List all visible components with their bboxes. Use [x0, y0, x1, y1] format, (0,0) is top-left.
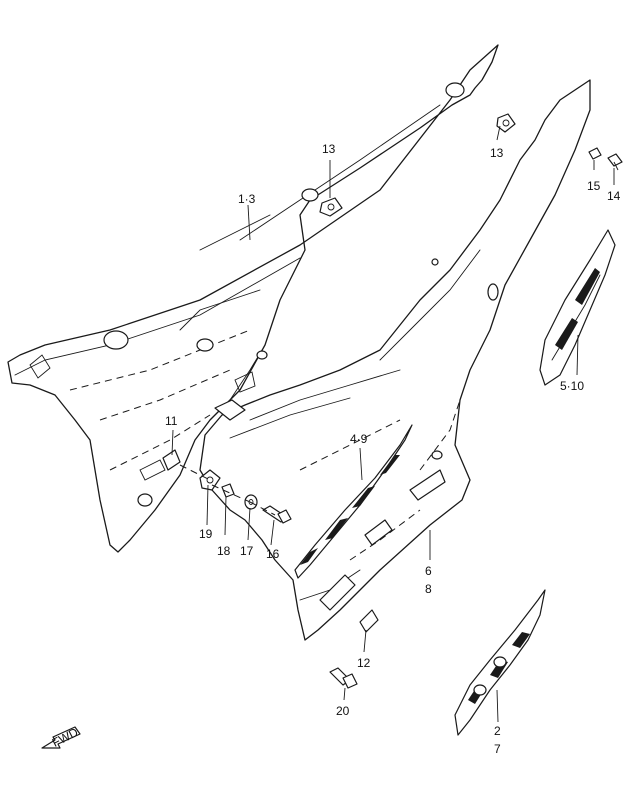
right-side-cover [199, 79, 591, 641]
bolt-16 [262, 505, 292, 524]
callout-4-9: 4·9 [350, 432, 368, 446]
callout-20: 20 [336, 704, 350, 718]
bolt-20 [329, 667, 358, 689]
collar-15 [588, 147, 602, 160]
bracket-11 [162, 449, 181, 471]
callout-19: 19 [199, 527, 213, 541]
callout-6: 6 [425, 564, 432, 578]
leader-lines [171, 125, 615, 723]
callout-8: 8 [425, 582, 432, 596]
callout-15: 15 [587, 179, 601, 193]
grommet-13-right [496, 113, 516, 133]
callout-13-right: 13 [490, 146, 504, 160]
clip-12 [359, 609, 379, 633]
callout-5-10: 5·10 [560, 379, 584, 393]
left-frame-cover [7, 44, 499, 553]
right-emblem-plate [539, 229, 616, 386]
callout-17: 17 [240, 544, 254, 558]
grommet-13-upper [319, 197, 343, 217]
screw-14 [607, 153, 623, 171]
callout-1-3: 1·3 [238, 192, 256, 206]
fwd-arrow: FWD [41, 725, 81, 750]
bottom-decal [454, 589, 546, 736]
callout-13-upper: 13 [322, 142, 336, 156]
callout-18: 18 [217, 544, 231, 558]
callout-16: 16 [266, 547, 280, 561]
collar-18 [221, 483, 235, 498]
emblem-decal [294, 424, 413, 579]
callout-12: 12 [357, 656, 371, 670]
callout-11: 11 [165, 414, 178, 428]
callout-14: 14 [607, 189, 621, 203]
callout-2: 2 [494, 724, 501, 738]
callout-7: 7 [494, 742, 501, 756]
grommet-19 [199, 469, 221, 491]
